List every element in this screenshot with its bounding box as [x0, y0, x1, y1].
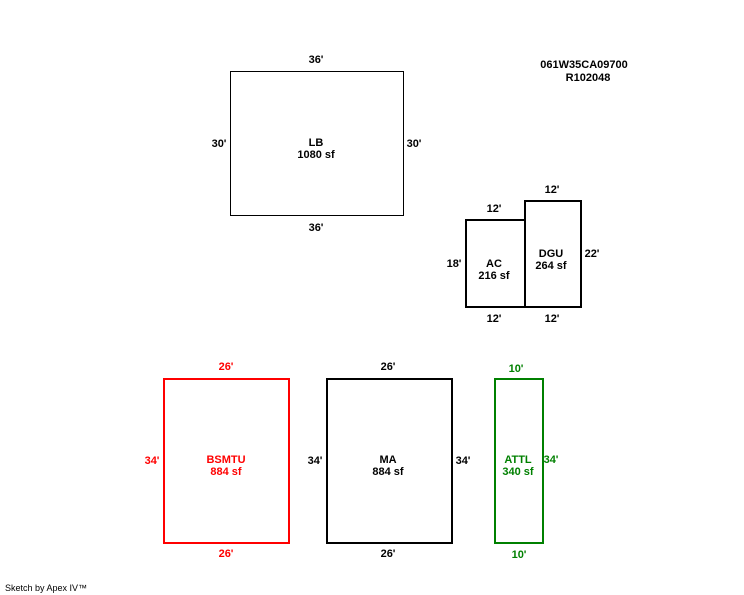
area-ma-size: 884 sf — [372, 466, 404, 478]
area-lb-size: 1080 sf — [297, 149, 335, 161]
area-dgu-name: DGU — [538, 248, 564, 260]
dim-label: 26' — [380, 548, 396, 560]
area-dgu-size: 264 sf — [535, 260, 567, 272]
area-bsmtu-size: 884 sf — [210, 466, 242, 478]
dim-label: 12' — [544, 313, 560, 325]
area-bsmtu[interactable] — [163, 378, 290, 544]
dim-label: 34' — [307, 455, 323, 467]
dim-label: 10' — [508, 363, 524, 375]
dim-label: 26' — [380, 361, 396, 373]
dim-label: 30' — [406, 138, 422, 150]
area-dgu[interactable] — [524, 200, 582, 308]
dim-label: 12' — [486, 313, 502, 325]
dim-label: 18' — [446, 258, 462, 270]
credit-text: Sketch by Apex IV™ — [5, 583, 88, 593]
dim-label: 12' — [486, 203, 502, 215]
dim-label: 26' — [218, 548, 234, 560]
area-ac-name: AC — [486, 258, 502, 270]
area-ma[interactable] — [326, 378, 453, 544]
area-bsmtu-name: BSMTU — [206, 454, 246, 466]
dim-label: 36' — [308, 54, 324, 66]
dim-label: 36' — [308, 222, 324, 234]
parcel-ref: R102048 — [565, 72, 611, 84]
area-ac-size: 216 sf — [478, 270, 510, 282]
dim-label: 34' — [144, 455, 160, 467]
area-lb[interactable] — [230, 71, 404, 216]
area-lb-name: LB — [308, 137, 324, 149]
dim-label: 34' — [543, 454, 559, 466]
dim-label: 26' — [218, 361, 234, 373]
dim-label: 12' — [544, 184, 560, 196]
area-ma-name: MA — [379, 454, 397, 466]
dim-label: 30' — [211, 138, 227, 150]
area-attl-size: 340 sf — [502, 466, 534, 478]
parcel-id: 061W35CA09700 — [540, 59, 628, 71]
area-attl[interactable] — [494, 378, 544, 544]
dim-label: 34' — [455, 455, 471, 467]
area-attl-name: ATTL — [504, 454, 532, 466]
dim-label: 22' — [584, 248, 600, 260]
dim-label: 10' — [511, 549, 527, 561]
